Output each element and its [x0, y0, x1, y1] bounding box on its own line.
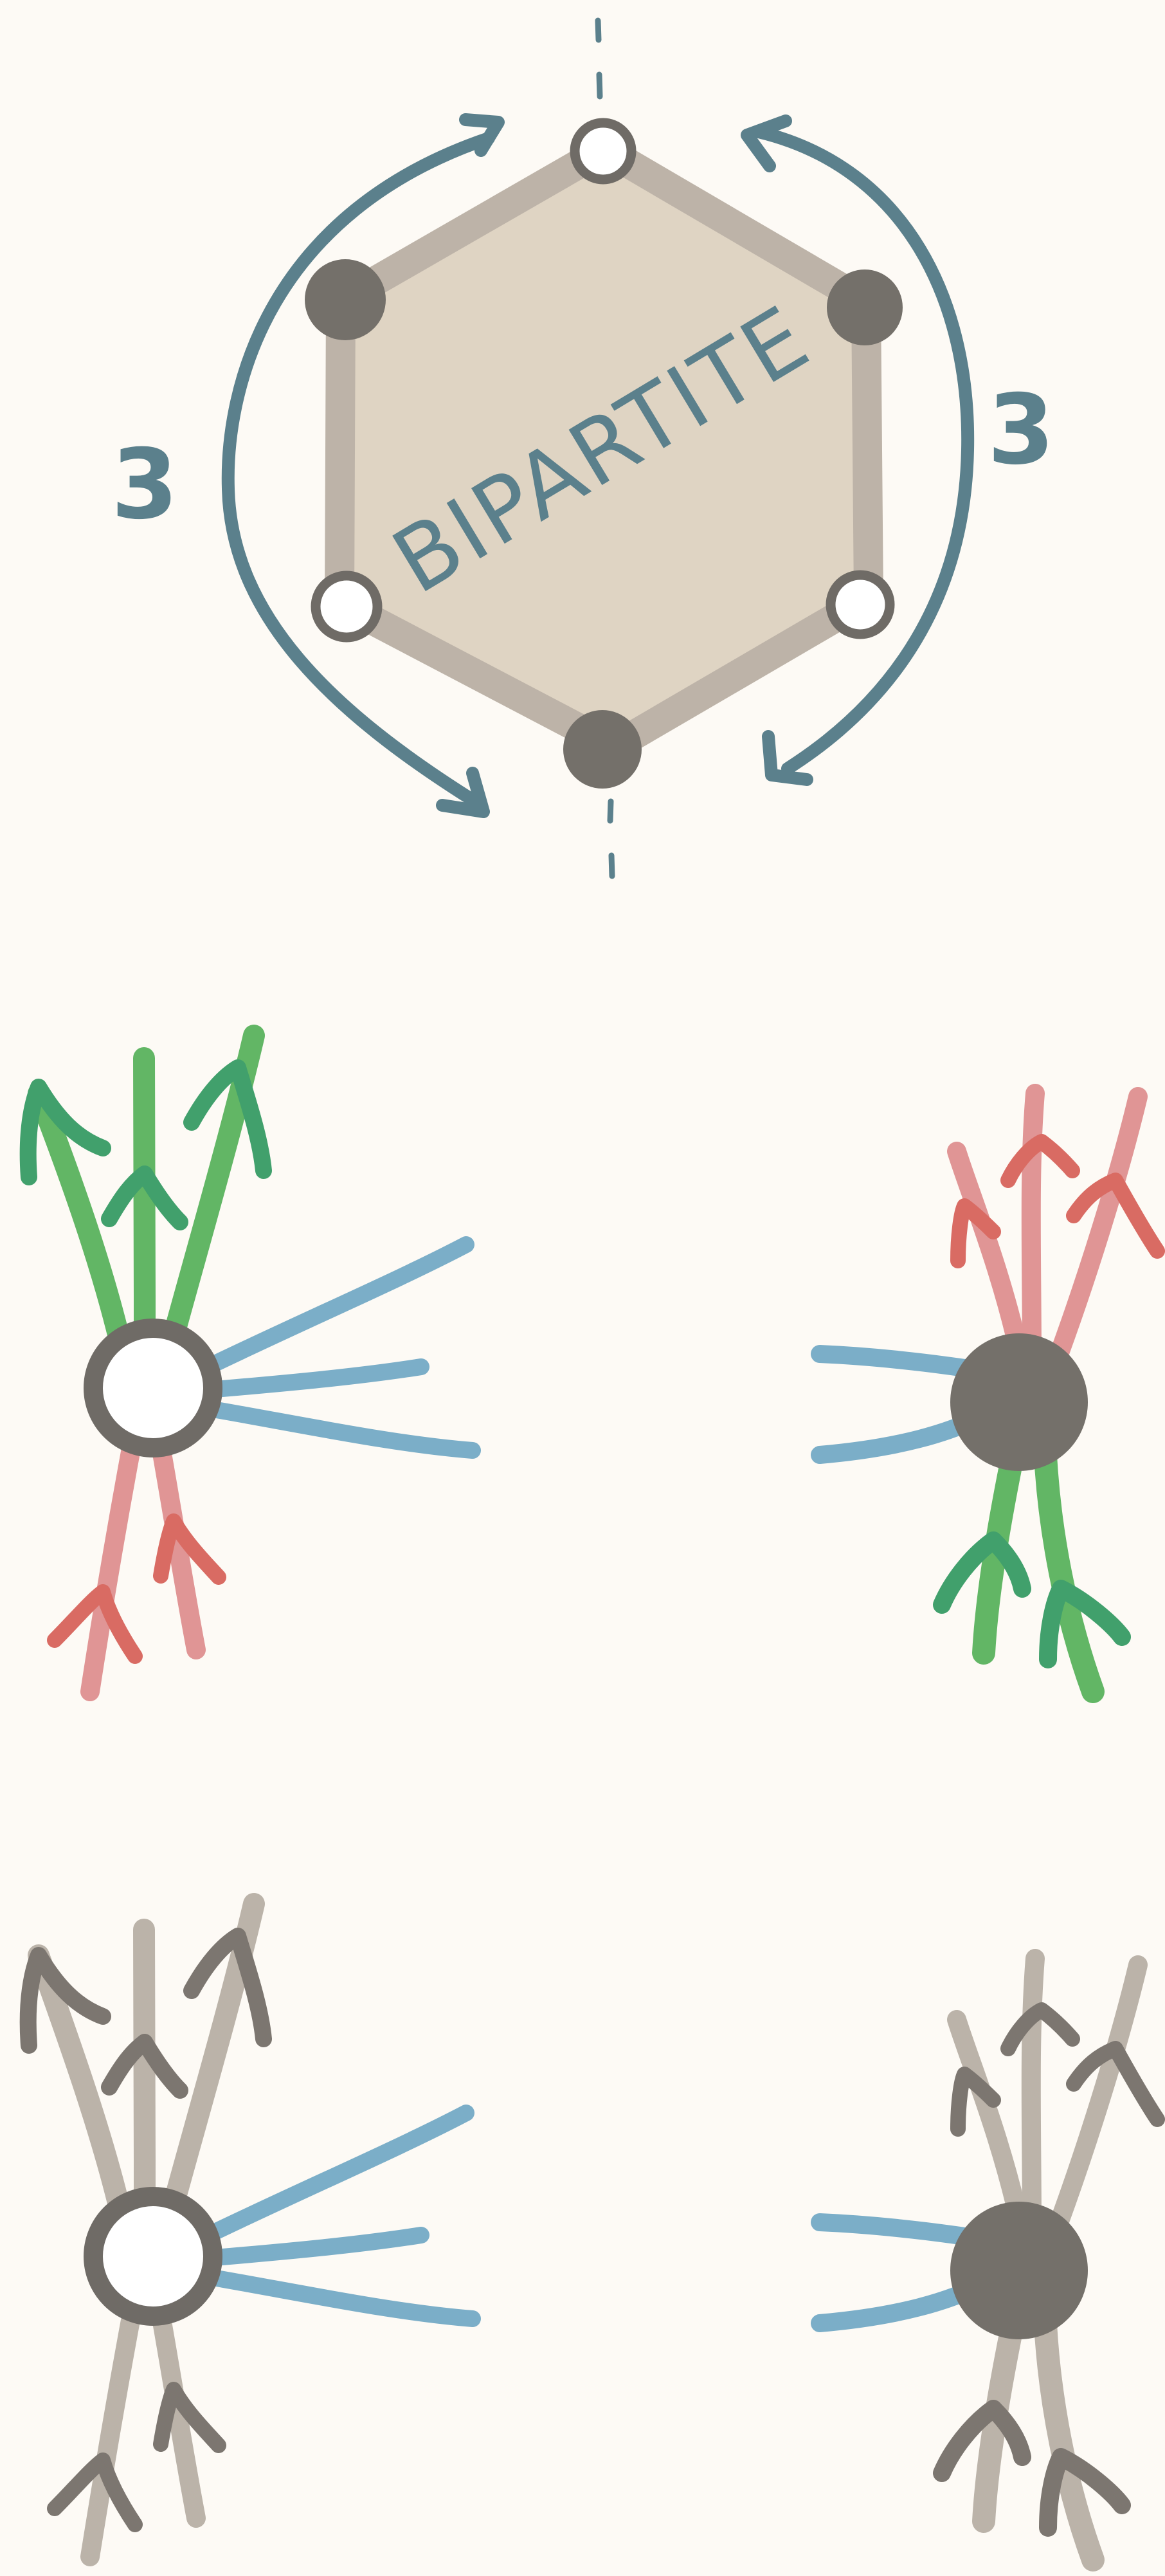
- gray-arrowhead: [1074, 2049, 1157, 2119]
- gray-stems-lower: [984, 2309, 1093, 2560]
- vertex-glyph-white-gray: [28, 1904, 473, 2557]
- red-arrowhead: [1074, 1180, 1157, 1251]
- vertex-glyph-dark-colored: [820, 1093, 1157, 1692]
- blue-legs: [209, 2113, 473, 2319]
- vertex-glyph-dark-gray: [820, 1959, 1157, 2560]
- gray-stems-lower: [90, 2296, 196, 2557]
- vertex-glyph-white-colored: [28, 1036, 473, 1692]
- red-stems: [90, 1428, 196, 1692]
- vertex-upper-right-dark: [827, 269, 903, 345]
- dark-vertex: [950, 2202, 1088, 2339]
- white-vertex: [93, 2197, 213, 2316]
- vertex-upper-left-dark: [305, 259, 386, 340]
- green-arrowheads: [942, 1540, 1122, 1659]
- vertex-bottom-dark: [563, 710, 642, 789]
- blue-legs: [209, 1245, 473, 1450]
- vertex-lower-right-white: [831, 575, 890, 634]
- white-vertex: [93, 1328, 213, 1448]
- left-count-label: 3: [111, 429, 178, 541]
- vertex-top-white: [575, 123, 631, 179]
- dark-vertex: [950, 1333, 1088, 1471]
- green-stems: [984, 1441, 1093, 1692]
- gray-arrowheads-lower: [942, 2409, 1122, 2528]
- hexagon-figure: BIPARTITE 3 3: [111, 21, 1054, 876]
- right-count-label: 3: [988, 374, 1054, 486]
- vertex-lower-left-white: [316, 576, 377, 637]
